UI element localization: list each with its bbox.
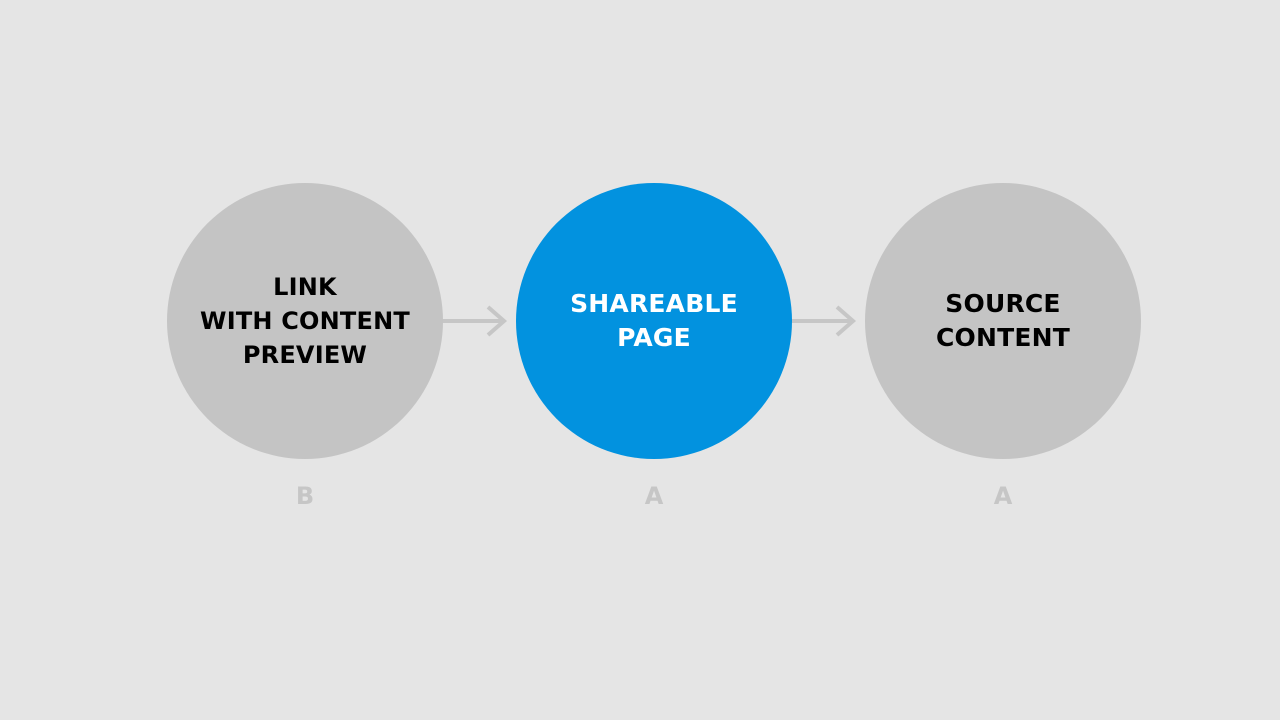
node-label: SHAREABLE PAGE [570,287,738,355]
node-label-line: LINK [273,273,337,301]
arrow-shareable-to-source [791,305,857,337]
node-label: SOURCE CONTENT [936,287,1070,355]
node-label-line: CONTENT [935,323,1071,352]
node-label-line: PREVIEW [242,341,368,369]
node-shareable-page: SHAREABLE PAGE [516,183,792,459]
node-label-line: PAGE [617,323,691,352]
node-label-line: SHAREABLE [570,289,738,318]
node-tag: A [644,482,664,510]
node-label-line: WITH CONTENT [200,307,410,335]
node-source-content: SOURCE CONTENT [865,183,1141,459]
node-tag: A [993,482,1013,510]
node-link-with-content-preview: LINK WITH CONTENT PREVIEW [167,183,443,459]
arrow-link-to-shareable [442,305,508,337]
node-tag: B [295,482,315,510]
node-label: LINK WITH CONTENT PREVIEW [200,270,410,372]
node-label-line: SOURCE [945,289,1061,318]
